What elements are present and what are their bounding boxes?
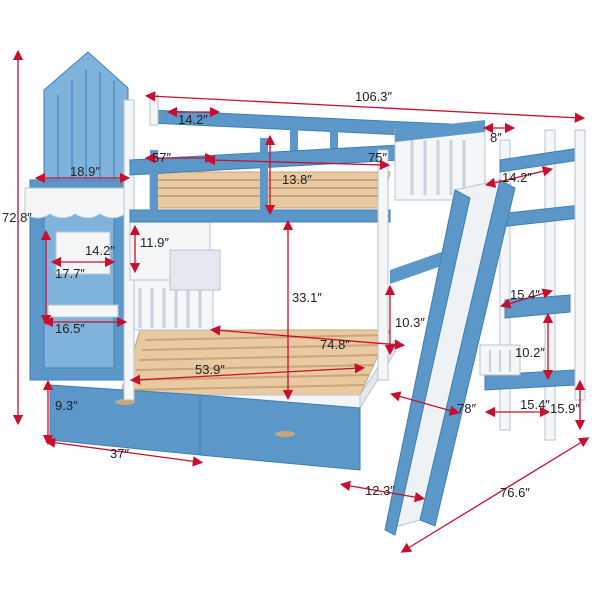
dim-top-rail-height: 13.8″: [282, 172, 312, 187]
dim-line-right-ladder-depth: [484, 166, 554, 188]
side-ladder: [390, 129, 586, 441]
dim-overall-height: 72.8″: [2, 210, 32, 225]
dim-lower-rail-height: 10.3″: [395, 315, 425, 330]
dim-overall-depth: 76.6″: [500, 485, 530, 500]
awning-icon: [24, 187, 126, 219]
tower-structure: [24, 51, 135, 401]
dim-slide-total-length: 78″: [457, 401, 476, 416]
dim-line-overall-depth: [400, 437, 590, 553]
dim-step-rise: 10.2″: [515, 345, 545, 360]
dimension-lines: [12, 49, 590, 553]
dim-drawer-width: 37″: [110, 446, 129, 461]
dim-slide-width: 12.3″: [365, 483, 395, 498]
dim-bottom-step-width: 15.4″: [520, 397, 550, 412]
dim-line-drawer-width: [44, 437, 204, 467]
dim-step-width: 15.4″: [510, 287, 540, 302]
dim-tower-width: 18.9″: [70, 164, 100, 179]
dim-lower-bunk-width: 53.9″: [195, 362, 225, 377]
dim-lower-mattress-length: 74.8″: [320, 337, 350, 352]
dim-bunk-clearance: 33.1″: [292, 290, 322, 305]
dim-window-height: 11.9″: [140, 235, 169, 250]
dim-line-step-width: [500, 288, 553, 309]
dim-top-bunk-mattress-length: 75″: [368, 150, 387, 165]
dimension-labels: 72.8″ 106.3″ 14.2″ 18.9″ 57″ 75″ 13.8″ 8…: [2, 89, 580, 500]
dim-tower-step-height: 17.7″: [55, 266, 85, 281]
dim-line-slide-total-length: [389, 391, 461, 416]
dim-line-lower-bunk-width: [129, 363, 366, 385]
dim-overall-length: 106.3″: [355, 89, 393, 104]
dim-right-ladder-depth: 14.2″: [502, 170, 532, 185]
storage-drawers: [49, 384, 361, 471]
dim-tower-base-width: 16.5″: [55, 321, 85, 336]
dim-top-bunk-inner-length: 57″: [152, 150, 171, 165]
dim-slide-rail-gap: 8″: [490, 130, 502, 145]
dim-window-width: 14.2″: [85, 243, 115, 258]
lower-guard: [479, 344, 521, 376]
dim-bottom-step-height: 15.9″: [550, 401, 580, 416]
dim-line-lower-mattress-length: [209, 325, 406, 350]
dim-line-overall-length: [144, 91, 586, 123]
dim-top-bunk-rail-offset: 14.2″: [178, 112, 208, 127]
dim-drawer-height: 9.3″: [55, 398, 78, 413]
dim-line-top-bunk-mattress-length: [204, 154, 391, 171]
drawer-handle-icon: [275, 431, 295, 437]
